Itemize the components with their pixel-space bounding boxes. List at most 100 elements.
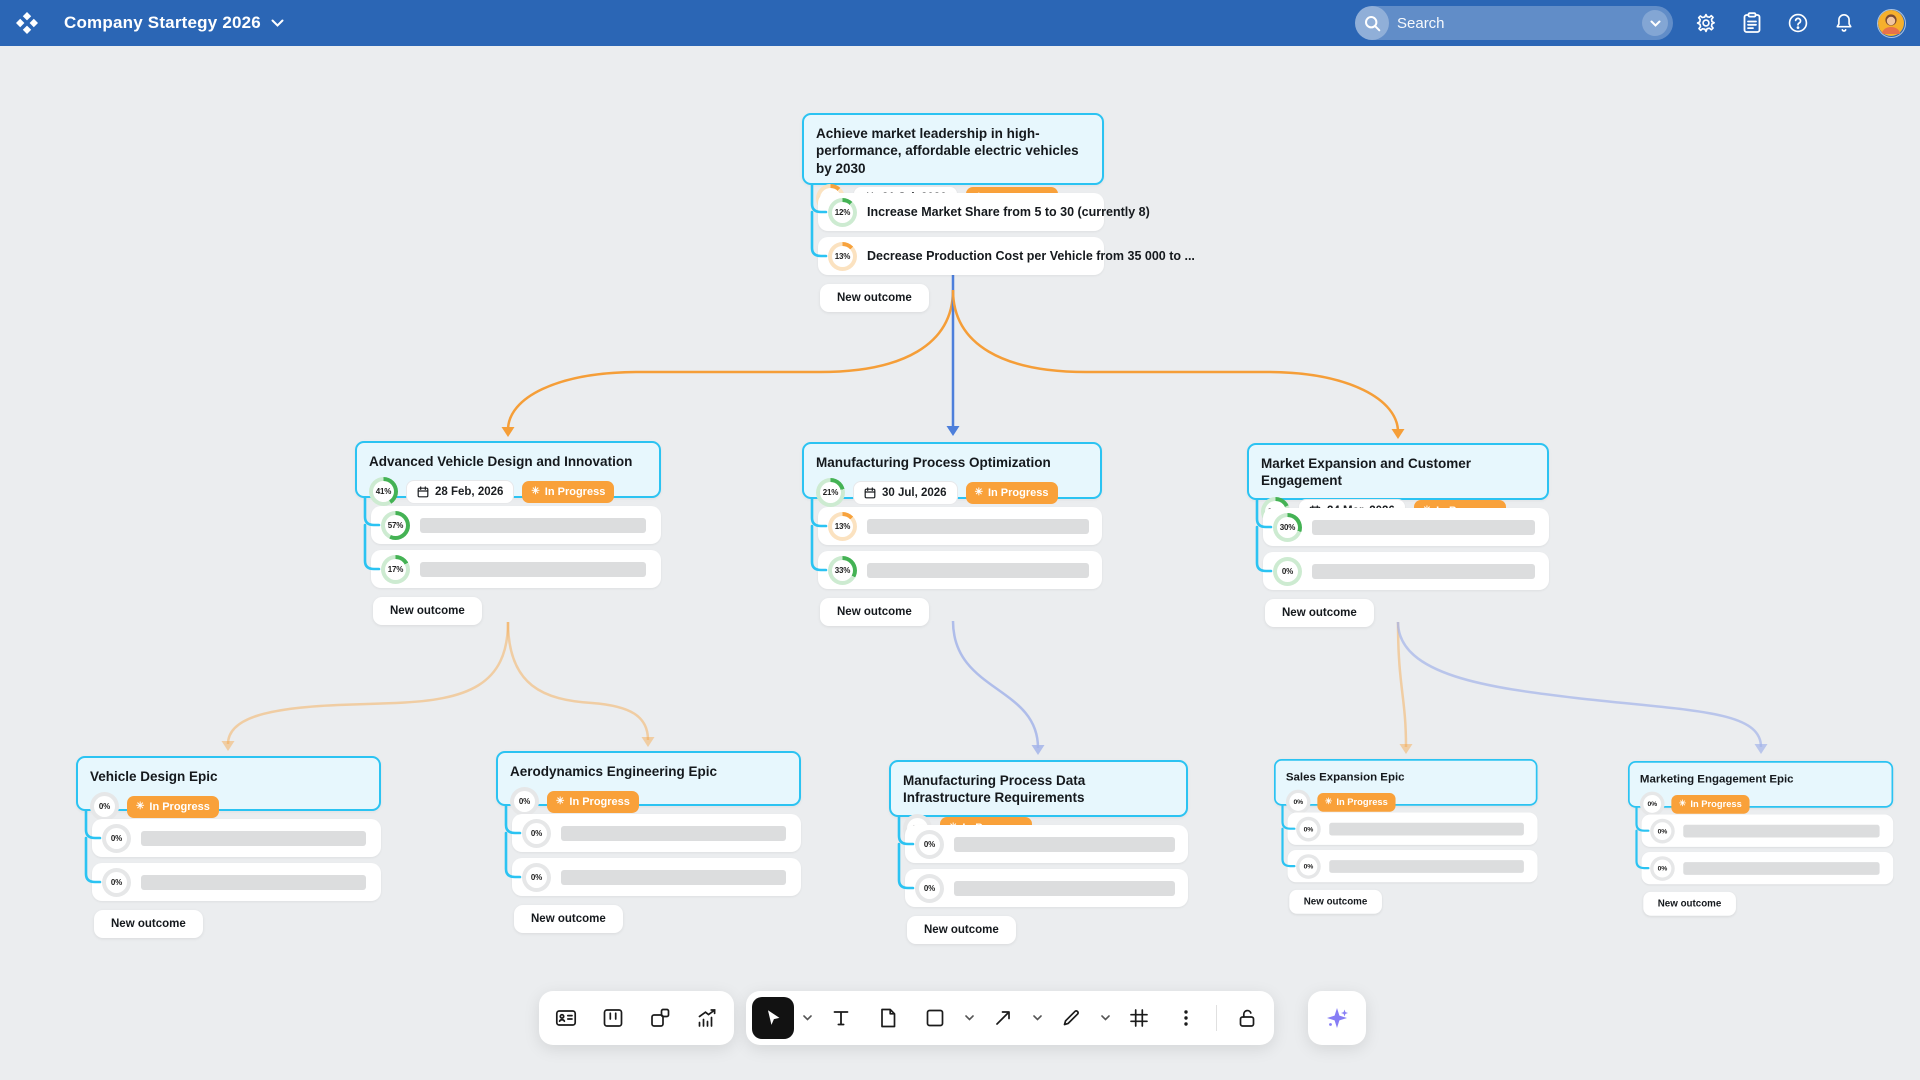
connector-arrowhead-root-to-advanced — [501, 427, 515, 437]
grid-tool-button[interactable] — [1118, 997, 1160, 1039]
clipboard-button[interactable] — [1739, 10, 1765, 36]
progress-ring: 0% — [510, 787, 539, 817]
board-title-menu[interactable]: Company Startegy 2026 — [64, 13, 284, 33]
objective-card[interactable]: Advanced Vehicle Design and Innovation 4… — [355, 441, 661, 507]
outcome-row[interactable]: 57% — [371, 506, 661, 544]
status-badge[interactable]: ✳ In Progress — [1317, 792, 1396, 812]
outcome-placeholder — [1329, 822, 1524, 836]
new-outcome-button[interactable]: New outcome — [820, 284, 929, 312]
outcome-row[interactable]: 0% — [92, 863, 381, 901]
text-tool-button[interactable] — [820, 997, 862, 1039]
help-button[interactable] — [1785, 10, 1811, 36]
objective-card[interactable]: Marketing Engagement Epic 0% ✳ In Progre… — [1628, 761, 1894, 817]
status-badge[interactable]: ✳ In Progress — [522, 480, 615, 503]
arrow-tool-button[interactable] — [982, 997, 1024, 1039]
outcome-row[interactable]: 30% — [1263, 508, 1549, 546]
objective-meta: 0% ✳ In Progress — [1285, 789, 1526, 815]
ai-assistant-button[interactable] — [1308, 991, 1366, 1045]
outcome-row[interactable]: 12%Increase Market Share from 5 to 30 (c… — [818, 193, 1150, 231]
objective-card[interactable]: Manufacturing Process Optimization 21% 3… — [802, 442, 1102, 508]
notifications-button[interactable] — [1831, 10, 1857, 36]
user-avatar[interactable] — [1877, 8, 1906, 38]
outcome-row[interactable]: 0% — [1641, 851, 1894, 885]
progress-ring: 17% — [381, 554, 410, 584]
outcome-row[interactable]: 0% — [92, 819, 381, 857]
status-spinner-icon: ✳ — [136, 800, 145, 812]
outcome-row[interactable]: 0% — [1287, 849, 1538, 883]
outcome-row[interactable]: 13%Decrease Production Cost per Vehicle … — [818, 237, 1195, 275]
objective-title: Achieve market leadership in high-perfor… — [816, 126, 1079, 176]
select-tool-chevron-icon[interactable] — [799, 997, 815, 1039]
outcome-row[interactable]: 33% — [818, 551, 1102, 589]
shape-tool-button[interactable] — [914, 997, 956, 1039]
select-tool-button[interactable] — [752, 997, 794, 1039]
outcome-connector-icon — [897, 815, 915, 890]
search-input[interactable] — [1389, 14, 1642, 32]
objective-title: Sales Expansion Epic — [1285, 770, 1405, 783]
chart-tool-button[interactable] — [686, 997, 728, 1039]
connector-arrowhead-advanced-to-aero-epic — [641, 737, 655, 747]
objective-card[interactable]: Achieve market leadership in high-perfor… — [802, 113, 1104, 213]
connector-arrowhead-root-to-manufacturing — [946, 426, 960, 436]
page-tool-button[interactable] — [867, 997, 909, 1039]
blocks-tool-button[interactable] — [639, 997, 681, 1039]
settings-button[interactable] — [1693, 10, 1719, 36]
new-outcome-button[interactable]: New outcome — [1643, 891, 1736, 916]
calendar-icon — [864, 487, 876, 499]
new-outcome-button[interactable]: New outcome — [820, 598, 929, 626]
kanban-tool-button[interactable] — [592, 997, 634, 1039]
status-text: In Progress — [987, 486, 1049, 499]
outcome-row[interactable]: 0% — [905, 825, 1188, 863]
pen-tool-chevron-icon[interactable] — [1097, 997, 1113, 1039]
new-outcome-button[interactable]: New outcome — [1289, 889, 1382, 914]
objective-card[interactable]: Aerodynamics Engineering Epic 0% ✳ In Pr… — [496, 751, 801, 817]
due-date-chip[interactable]: 30 Jul, 2026 — [853, 480, 958, 505]
outcome-connector-icon — [810, 497, 828, 572]
outcome-row[interactable]: 0% — [1641, 814, 1894, 847]
pen-tool-button[interactable] — [1050, 997, 1092, 1039]
outcome-rows: 0%0% — [1641, 814, 1894, 885]
outcome-row[interactable]: 0% — [905, 869, 1188, 907]
arrow-tool-chevron-icon[interactable] — [1029, 997, 1045, 1039]
shape-tool-chevron-icon[interactable] — [961, 997, 977, 1039]
search-bar[interactable] — [1355, 6, 1673, 40]
status-spinner-icon: ✳ — [531, 485, 540, 497]
search-icon[interactable] — [1355, 6, 1389, 40]
status-badge[interactable]: ✳ In Progress — [127, 795, 219, 818]
progress-ring: 0% — [1650, 818, 1675, 844]
objective-card[interactable]: Market Expansion and Customer Engagement… — [1247, 443, 1549, 526]
new-outcome-button[interactable]: New outcome — [1265, 599, 1374, 627]
due-date-chip[interactable]: 28 Feb, 2026 — [406, 479, 515, 504]
objective-manufacturing-process: Manufacturing Process Optimization 21% 3… — [802, 442, 1102, 626]
outcome-row[interactable]: 0% — [512, 858, 801, 896]
status-badge[interactable]: ✳ In Progress — [1671, 794, 1750, 814]
objective-card[interactable]: Sales Expansion Epic 0% ✳ In Progress — [1274, 759, 1538, 815]
more-tools-button[interactable] — [1165, 997, 1207, 1039]
card-tool-button[interactable] — [545, 997, 587, 1039]
outcome-placeholder — [954, 880, 1175, 896]
search-options-chevron-icon[interactable] — [1642, 10, 1668, 36]
outcome-placeholder — [420, 561, 646, 577]
new-outcome-button[interactable]: New outcome — [907, 916, 1016, 944]
connector-arrowhead-advanced-to-vehicle-epic — [221, 741, 235, 751]
progress-ring: 0% — [1650, 855, 1675, 881]
chevron-down-icon — [271, 19, 284, 27]
objective-card[interactable]: Vehicle Design Epic 0% ✳ In Progress — [76, 756, 381, 822]
new-outcome-button[interactable]: New outcome — [94, 910, 203, 938]
outcome-placeholder — [1312, 563, 1535, 579]
status-badge[interactable]: ✳ In Progress — [547, 790, 639, 813]
outcome-row[interactable]: 13% — [818, 507, 1102, 545]
new-outcome-button[interactable]: New outcome — [514, 905, 623, 933]
calendar-icon — [417, 486, 429, 498]
outcome-row[interactable]: 0% — [1287, 812, 1538, 845]
new-outcome-button[interactable]: New outcome — [373, 597, 482, 625]
objective-card[interactable]: Manufacturing Process Data Infrastructur… — [889, 760, 1188, 843]
epic-vehicle-design: Vehicle Design Epic 0% ✳ In Progress 0% 0… — [76, 756, 381, 938]
outcome-row[interactable]: 0% — [512, 814, 801, 852]
lock-tool-button[interactable] — [1226, 997, 1268, 1039]
outcome-row[interactable]: 17% — [371, 550, 661, 588]
outcome-row[interactable]: 0% — [1263, 552, 1549, 590]
app-logo-icon[interactable] — [12, 8, 42, 38]
status-badge[interactable]: ✳ In Progress — [965, 481, 1058, 504]
